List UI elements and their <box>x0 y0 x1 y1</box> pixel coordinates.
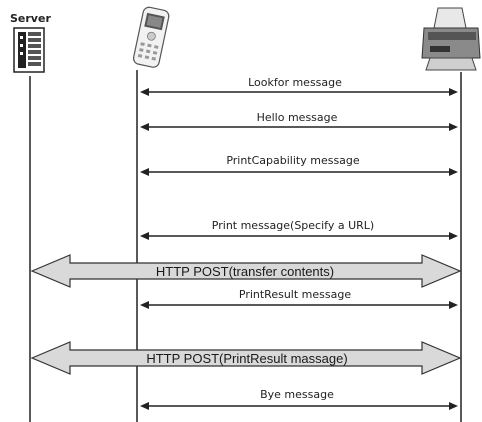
lookfor-message-arrow <box>140 88 458 96</box>
printresult-message-label: PrintResult message <box>239 288 351 301</box>
http-post-contents-arrow <box>30 254 462 288</box>
bye-message-arrow <box>140 402 458 410</box>
mobile-phone-icon <box>132 6 170 68</box>
lookfor-message-label: Lookfor message <box>248 76 342 89</box>
printresult-message-arrow <box>140 301 458 309</box>
printcapability-message-label: PrintCapability message <box>226 154 360 167</box>
printer-icon <box>421 7 481 71</box>
server-label: Server <box>10 12 51 25</box>
bye-message-label: Bye message <box>260 388 334 401</box>
http-post-printresult-label: HTTP POST(PrintResult massage) <box>146 351 347 366</box>
hello-message-label: Hello message <box>257 111 338 124</box>
print-message-arrow <box>140 232 458 240</box>
hello-message-arrow <box>140 123 458 131</box>
print-message-label: Print message(Specify a URL) <box>212 219 374 232</box>
server-icon <box>13 27 45 73</box>
printcapability-message-arrow <box>140 168 458 176</box>
http-post-contents-label: HTTP POST(transfer contents) <box>156 264 334 279</box>
http-post-printresult-arrow <box>30 341 462 375</box>
